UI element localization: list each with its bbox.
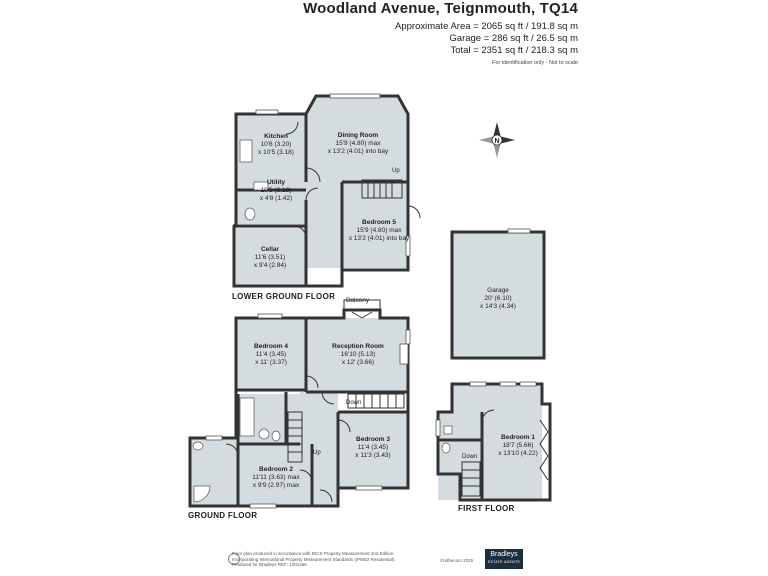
first-floor-plan xyxy=(435,381,552,502)
room-dining: Dining Room 15'9 (4.80) max x 13'2 (4.01… xyxy=(327,132,389,155)
property-title: Woodland Avenue, Teignmouth, TQ14 xyxy=(303,0,578,17)
balcony-label: Balcony xyxy=(346,297,370,304)
room-bedroom-3: Bedroom 3 11'4 (3.45) x 11'3 (3.43) xyxy=(355,436,391,459)
stairs-up-lower: Up xyxy=(392,168,400,174)
room-bedroom-5: Bedroom 5 15'9 (4.80) max x 13'2 (4.01) … xyxy=(348,219,410,242)
room-bedroom-4: Bedroom 4 11'4 (3.45) x 11' (3.37) xyxy=(254,343,288,366)
bradleys-logo: Bradleys ESTATE AGENTS xyxy=(485,549,523,569)
room-bedroom-2: Bedroom 2 11'11 (3.63) max x 9'9 (2.97) … xyxy=(252,466,300,489)
ground-floor-plan xyxy=(188,299,411,509)
garage-area: Garage = 286 sq ft / 26.5 sq m xyxy=(449,33,578,44)
stairs-down-ground: Down xyxy=(346,400,362,406)
compass-icon: N xyxy=(479,122,515,158)
floor-label-ground: GROUND FLOOR xyxy=(188,511,258,520)
approx-area: Approximate Area = 2065 sq ft / 191.8 sq… xyxy=(395,21,578,32)
garage-plan xyxy=(450,228,546,360)
room-reception: Reception Room 16'10 (5.13) x 12' (3.66) xyxy=(332,343,384,366)
measurement-badge-icon xyxy=(228,553,240,565)
stairs-down-first: Down xyxy=(462,454,478,460)
disclaimer: For identification only - Not to scale xyxy=(492,60,578,66)
svg-text:N: N xyxy=(494,138,499,145)
floor-label-lower-ground: LOWER GROUND FLOOR xyxy=(232,292,336,301)
room-utility: Utility 10'5 (3.18) x 4'8 (1.42) xyxy=(259,179,293,202)
lower-ground-floor-plan xyxy=(232,93,421,288)
footer-copyright: ©ndhecom 2025 xyxy=(440,558,474,563)
room-kitchen: Kitchen 10'6 (3.20) x 10'5 (3.18) xyxy=(258,133,294,156)
footer-notes: Floor plan produced in accordance with R… xyxy=(232,551,396,567)
room-cellar: Cellar 11'6 (3.51) x 9'4 (2.84) xyxy=(253,246,287,269)
room-bedroom-1: Bedroom 1 18'7 (5.66) x 13'10 (4.22) xyxy=(498,434,538,457)
header: Woodland Avenue, Teignmouth, TQ14 Approx… xyxy=(303,0,578,66)
stairs-up-ground: Up xyxy=(313,450,321,456)
floor-label-first: FIRST FLOOR xyxy=(458,504,515,513)
room-garage: Garage 20' (6.10) x 14'3 (4.34) xyxy=(480,287,516,310)
total-area: Total = 2351 sq ft / 218.3 sq m xyxy=(450,45,578,56)
